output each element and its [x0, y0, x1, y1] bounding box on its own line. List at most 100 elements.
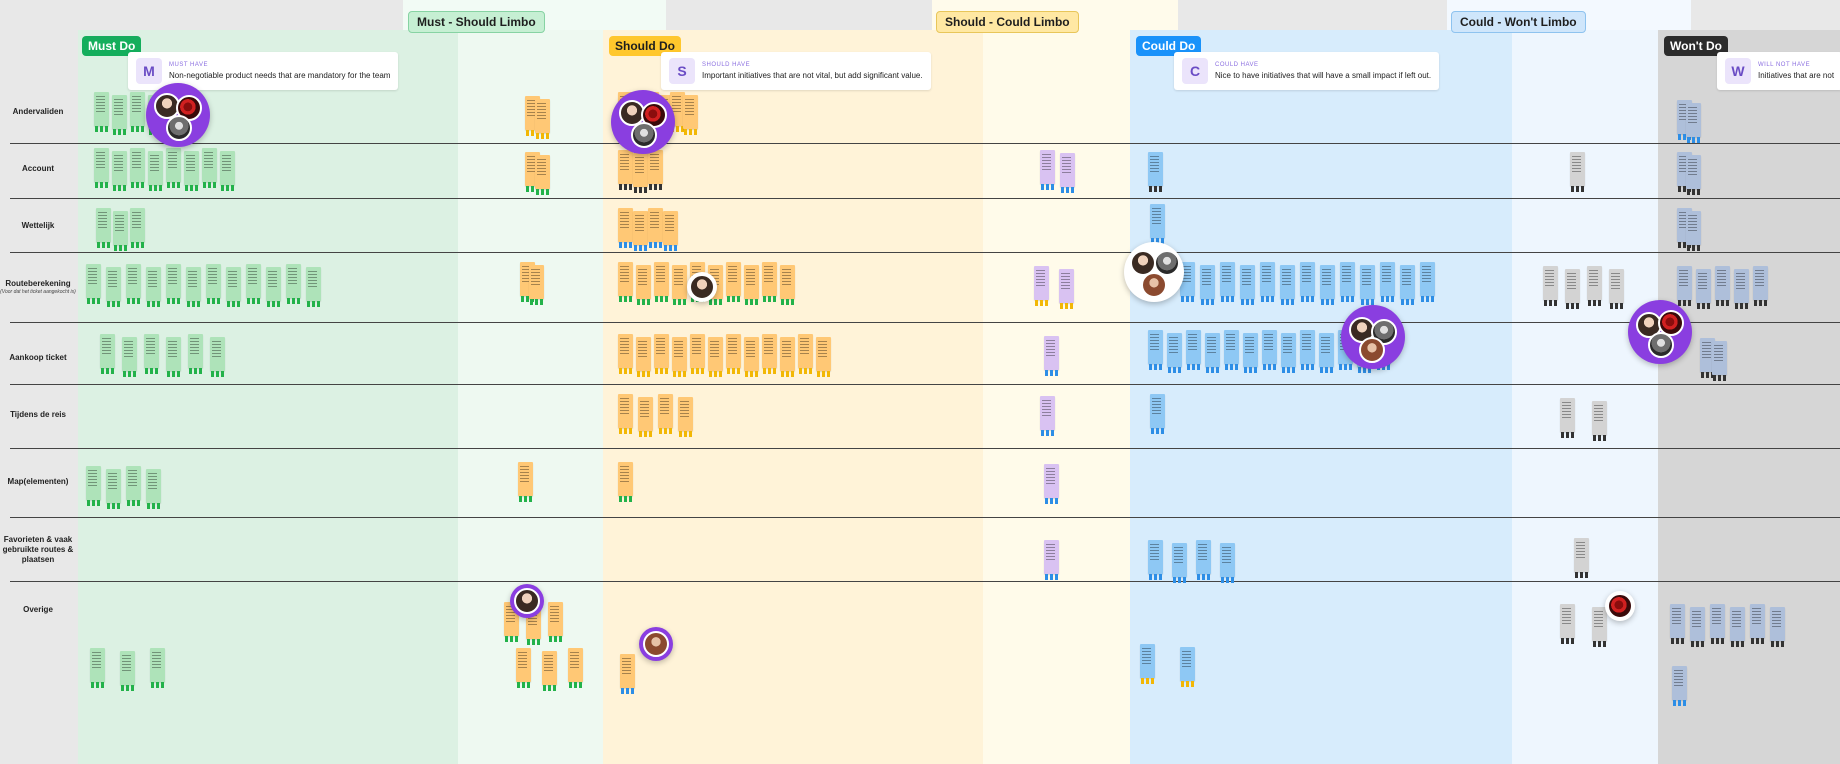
sticky-note[interactable] [1543, 266, 1558, 306]
sticky-note[interactable] [548, 602, 563, 642]
user-avatar[interactable] [514, 588, 540, 614]
sticky-note[interactable] [1420, 262, 1435, 302]
sticky-note[interactable] [1180, 647, 1195, 687]
limbo-label-could-wont[interactable]: Could - Won't Limbo [1451, 11, 1586, 33]
sticky-note[interactable] [1565, 269, 1580, 309]
user-avatar[interactable] [166, 115, 192, 141]
sticky-note[interactable] [1034, 266, 1049, 306]
sticky-note[interactable] [130, 148, 145, 188]
sticky-note[interactable] [1148, 330, 1163, 370]
sticky-note[interactable] [106, 267, 121, 307]
collaborator-avatars[interactable] [1124, 242, 1184, 302]
label-could-do[interactable]: Could Do [1136, 36, 1202, 56]
sticky-note[interactable] [1186, 330, 1201, 370]
sticky-note[interactable] [210, 337, 225, 377]
sticky-note[interactable] [542, 651, 557, 691]
sticky-note[interactable] [1059, 269, 1074, 309]
sticky-note[interactable] [708, 337, 723, 377]
sticky-note[interactable] [518, 462, 533, 502]
sticky-note[interactable] [1560, 604, 1575, 644]
sticky-note[interactable] [1677, 266, 1692, 306]
sticky-note[interactable] [1150, 204, 1165, 244]
sticky-note[interactable] [654, 262, 669, 302]
user-avatar[interactable] [643, 631, 669, 657]
sticky-note[interactable] [690, 334, 705, 374]
sticky-note[interactable] [1167, 333, 1182, 373]
sticky-note[interactable] [516, 648, 531, 688]
sticky-note[interactable] [1040, 150, 1055, 190]
sticky-note[interactable] [286, 264, 301, 304]
sticky-note[interactable] [1281, 333, 1296, 373]
sticky-note[interactable] [1340, 262, 1355, 302]
sticky-note[interactable] [618, 262, 633, 302]
sticky-note[interactable] [1260, 262, 1275, 302]
sticky-note[interactable] [535, 155, 550, 195]
sticky-note[interactable] [1220, 543, 1235, 583]
sticky-note[interactable] [146, 469, 161, 509]
sticky-note[interactable] [1300, 262, 1315, 302]
sticky-note[interactable] [112, 95, 127, 135]
collaborator-avatar[interactable] [639, 627, 673, 661]
sticky-note[interactable] [1710, 604, 1725, 644]
sticky-note[interactable] [618, 150, 633, 190]
sticky-note[interactable] [1150, 394, 1165, 434]
sticky-note[interactable] [100, 334, 115, 374]
sticky-note[interactable] [1400, 265, 1415, 305]
sticky-note[interactable] [618, 334, 633, 374]
sticky-note[interactable] [150, 648, 165, 688]
sticky-note[interactable] [1750, 604, 1765, 644]
sticky-note[interactable] [658, 394, 673, 434]
sticky-note[interactable] [220, 151, 235, 191]
sticky-note[interactable] [726, 262, 741, 302]
sticky-note[interactable] [94, 148, 109, 188]
sticky-note[interactable] [1300, 330, 1315, 370]
sticky-note[interactable] [1670, 604, 1685, 644]
user-avatar[interactable] [154, 93, 180, 119]
sticky-note[interactable] [126, 466, 141, 506]
sticky-note[interactable] [762, 334, 777, 374]
sticky-note[interactable] [618, 462, 633, 502]
sticky-note[interactable] [113, 211, 128, 251]
sticky-note[interactable] [636, 337, 651, 377]
sticky-note[interactable] [636, 265, 651, 305]
sticky-note[interactable] [106, 469, 121, 509]
sticky-note[interactable] [568, 648, 583, 688]
sticky-note[interactable] [1700, 338, 1715, 378]
collaborator-avatar[interactable] [510, 584, 544, 618]
sticky-note[interactable] [648, 208, 663, 248]
sticky-note[interactable] [633, 211, 648, 251]
sticky-note[interactable] [618, 394, 633, 434]
sticky-note[interactable] [663, 211, 678, 251]
sticky-note[interactable] [246, 264, 261, 304]
sticky-note[interactable] [1044, 540, 1059, 580]
sticky-note[interactable] [126, 264, 141, 304]
user-avatar[interactable] [176, 95, 202, 121]
sticky-note[interactable] [1592, 401, 1607, 441]
collaborator-avatars[interactable] [611, 90, 675, 154]
sticky-note[interactable] [226, 267, 241, 307]
sticky-note[interactable] [144, 334, 159, 374]
sticky-note[interactable] [1205, 333, 1220, 373]
user-avatar[interactable] [1658, 310, 1684, 336]
sticky-note[interactable] [1734, 269, 1749, 309]
sticky-note[interactable] [744, 337, 759, 377]
sticky-note[interactable] [1686, 155, 1701, 195]
sticky-note[interactable] [1686, 211, 1701, 251]
sticky-note[interactable] [1609, 269, 1624, 309]
sticky-note[interactable] [1730, 607, 1745, 647]
sticky-note[interactable] [166, 148, 181, 188]
sticky-note[interactable] [1574, 538, 1589, 578]
user-avatar[interactable] [1648, 332, 1674, 358]
sticky-note[interactable] [1686, 103, 1701, 143]
user-avatar[interactable] [1154, 250, 1180, 276]
sticky-note[interactable] [130, 92, 145, 132]
sticky-note[interactable] [1696, 269, 1711, 309]
user-avatar[interactable] [689, 274, 715, 300]
sticky-note[interactable] [1196, 540, 1211, 580]
label-should-do[interactable]: Should Do [609, 36, 681, 56]
sticky-note[interactable] [798, 334, 813, 374]
user-avatar[interactable] [1141, 272, 1167, 298]
sticky-note[interactable] [1148, 152, 1163, 192]
sticky-note[interactable] [1240, 265, 1255, 305]
sticky-note[interactable] [762, 262, 777, 302]
